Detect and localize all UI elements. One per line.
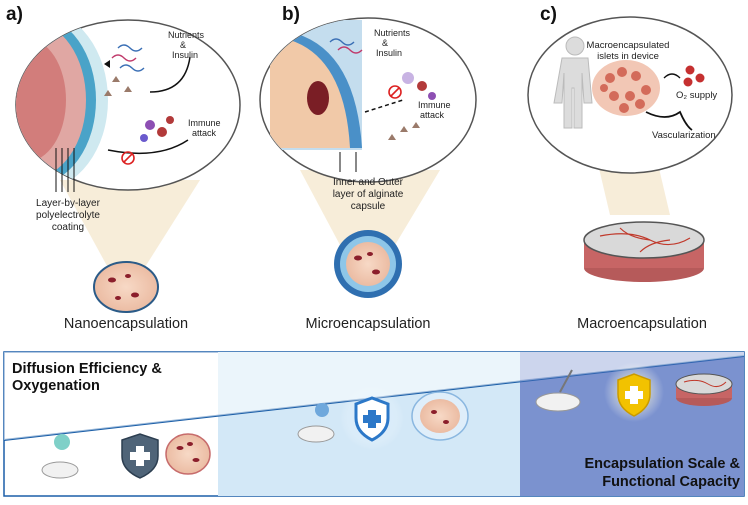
caption-micro: Microencapsulation bbox=[305, 316, 431, 332]
insulin-triangles-icon bbox=[104, 76, 132, 96]
svg-text:Nutrients&Insulin: Nutrients&Insulin bbox=[374, 28, 411, 58]
immune-cells-icon bbox=[402, 72, 436, 100]
immune-cells-icon bbox=[140, 116, 174, 142]
device-icon bbox=[675, 373, 733, 406]
shield-icon bbox=[617, 373, 651, 417]
block-icon-a bbox=[121, 151, 135, 165]
block-icon-b bbox=[388, 85, 402, 99]
macro-islets-cluster bbox=[592, 60, 660, 116]
oxygen-icon bbox=[683, 65, 705, 87]
macro-device bbox=[583, 221, 705, 282]
nutrient-molecules-icon bbox=[329, 38, 363, 54]
panel-letter-a: a) bbox=[6, 4, 23, 25]
micro-capsule-icon bbox=[411, 391, 469, 441]
scale-label: Encapsulation Scale & bbox=[584, 456, 740, 472]
arrow-in-a bbox=[149, 56, 191, 93]
mouse-icon bbox=[535, 369, 581, 412]
shield-icon bbox=[121, 433, 159, 479]
svg-text:Nutrients&Insulin: Nutrients&Insulin bbox=[168, 30, 205, 60]
svg-text:Diffusion Efficiency &Oxygenat: Diffusion Efficiency &Oxygenation bbox=[12, 361, 162, 394]
nano-islet bbox=[93, 261, 159, 313]
diffusion-label: Diffusion Efficiency & bbox=[12, 361, 162, 377]
panel-letter-c: c) bbox=[540, 4, 557, 25]
caption-macro: Macroencapsulation bbox=[577, 316, 707, 332]
human-body-icon bbox=[553, 36, 593, 129]
nutrients-label-a-1: Nutrients bbox=[168, 30, 205, 40]
mouse-icon bbox=[297, 403, 335, 443]
caption-nano: Nanoencapsulation bbox=[63, 316, 189, 332]
vascular-label: Vascularization bbox=[652, 130, 716, 141]
o2-label: O₂ supply bbox=[676, 90, 717, 101]
svg-text:Encapsulation Scale &Functiona: Encapsulation Scale &Functional Capacity bbox=[584, 456, 740, 490]
nutrient-molecules-icon bbox=[111, 44, 145, 72]
panel-letter-b: b) bbox=[282, 4, 300, 25]
islet-cell-icon bbox=[165, 433, 211, 475]
mouse-icon bbox=[41, 434, 79, 479]
shield-icon bbox=[354, 396, 390, 442]
zoom-cone-a bbox=[60, 180, 200, 275]
scale-bar: Diffusion Efficiency &Oxygenation Encaps… bbox=[3, 351, 745, 497]
zoom-cone-b bbox=[300, 170, 440, 245]
